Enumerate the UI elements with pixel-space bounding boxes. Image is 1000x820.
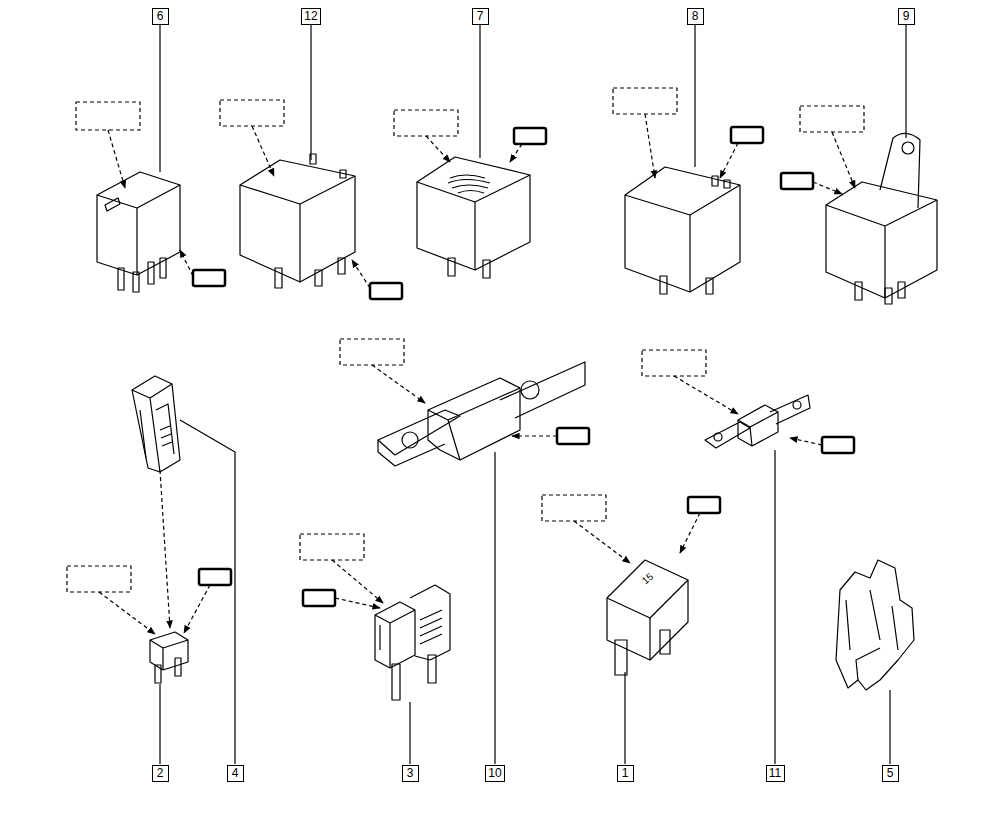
callout-number: 1 bbox=[622, 766, 629, 780]
callout-number: 4 bbox=[232, 766, 239, 780]
callout-number: 10 bbox=[488, 766, 501, 780]
callout-number: 11 bbox=[769, 766, 781, 780]
callout-box: 5 bbox=[882, 765, 899, 782]
callout-box: 8 bbox=[687, 8, 704, 25]
callout-box: 3 bbox=[402, 765, 419, 782]
relay bbox=[625, 167, 740, 294]
callout-box: 4 bbox=[227, 765, 244, 782]
blade-fuse bbox=[607, 560, 688, 675]
callout-box: 11 bbox=[766, 765, 785, 782]
bolt-on-fuse-large bbox=[378, 362, 585, 466]
callout-number: 9 bbox=[903, 9, 910, 23]
callout-number: 5 bbox=[887, 766, 894, 780]
solid-reference-boxes bbox=[180, 127, 854, 633]
mini-blade-fuse bbox=[150, 632, 188, 683]
relay-small bbox=[97, 172, 180, 292]
callout-box: 9 bbox=[898, 8, 915, 25]
callout-number: 3 bbox=[407, 766, 414, 780]
leader-lines bbox=[160, 25, 906, 764]
callout-number: 8 bbox=[692, 9, 699, 23]
callout-number: 2 bbox=[157, 766, 164, 780]
relay-with-bracket bbox=[826, 133, 937, 304]
relay bbox=[240, 154, 355, 288]
callout-number: 6 bbox=[157, 9, 164, 23]
fuse-puller bbox=[132, 376, 180, 472]
callout-box: 2 bbox=[152, 765, 169, 782]
callout-box: 1 bbox=[617, 765, 634, 782]
relay-with-vents bbox=[417, 157, 530, 278]
callout-box: 10 bbox=[485, 765, 505, 782]
callout-number: 7 bbox=[477, 9, 484, 23]
bolt-on-fuse-small bbox=[705, 395, 810, 448]
blade-fuse-with-holder bbox=[375, 585, 450, 700]
fuse-clip bbox=[836, 560, 914, 690]
callout-box: 6 bbox=[152, 8, 169, 25]
fuse-rating: 15 bbox=[640, 570, 656, 586]
callout-box: 12 bbox=[301, 8, 321, 25]
callout-box: 7 bbox=[472, 8, 489, 25]
callout-number: 12 bbox=[304, 9, 317, 23]
dashed-reference-boxes bbox=[67, 88, 864, 634]
